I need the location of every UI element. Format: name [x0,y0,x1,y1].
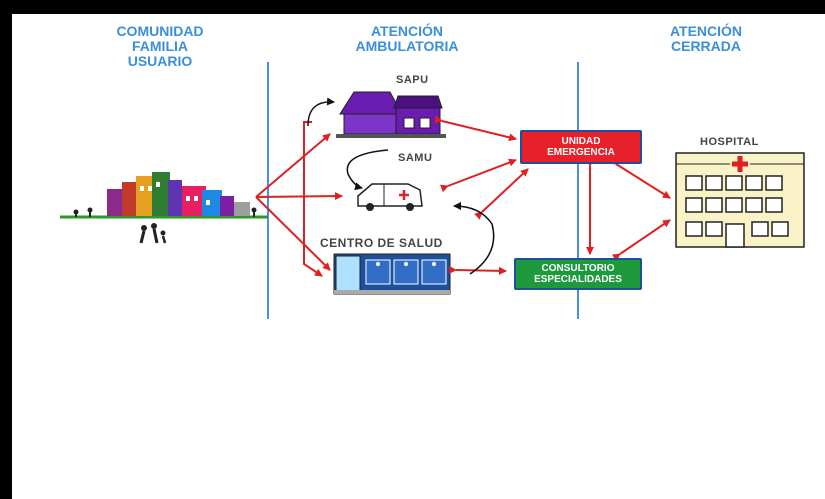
ambulance-icon [357,183,423,211]
column-header-atencion-ambulatoria: ATENCIÓN AMBULATORIA [312,24,502,54]
header-line: USUARIO [127,53,193,69]
header-line: FAMILIA [132,38,188,54]
family-walking-icon [139,223,167,244]
header-line: ATENCIÓN [370,23,444,39]
box-line: ESPECIALIDADES [534,274,622,285]
sapu-building-icon [336,91,446,138]
consultorio-especialidades-box: CONSULTORIO ESPECIALIDADES [514,258,642,290]
box-line: CONSULTORIO [541,263,615,274]
diagram-graphics [60,62,805,319]
centro-salud-building-icon [333,253,451,295]
box-line: UNIDAD [561,136,601,147]
unidad-emergencia-box: UNIDAD EMERGENCIA [520,130,642,164]
hospital-label: HOSPITAL [700,136,759,148]
header-line: ATENCIÓN [669,23,743,39]
black-connectors [307,97,495,275]
hospital-building-icon [675,152,805,248]
samu-label: SAMU [398,152,433,164]
diagram-canvas: COMUNIDAD FAMILIA USUARIO ATENCIÓN AMBUL… [12,14,825,499]
header-line: CERRADA [671,38,741,54]
community-illustration [60,172,268,244]
centro-salud-label: CENTRO DE SALUD [320,236,443,250]
column-header-atencion-cerrada: ATENCIÓN CERRADA [636,24,776,54]
sapu-label: SAPU [396,74,429,86]
header-line: AMBULATORIA [355,38,459,54]
box-line: EMERGENCIA [547,147,615,158]
column-header-comunidad: COMUNIDAD FAMILIA USUARIO [70,24,250,69]
header-line: COMUNIDAD [116,23,204,39]
